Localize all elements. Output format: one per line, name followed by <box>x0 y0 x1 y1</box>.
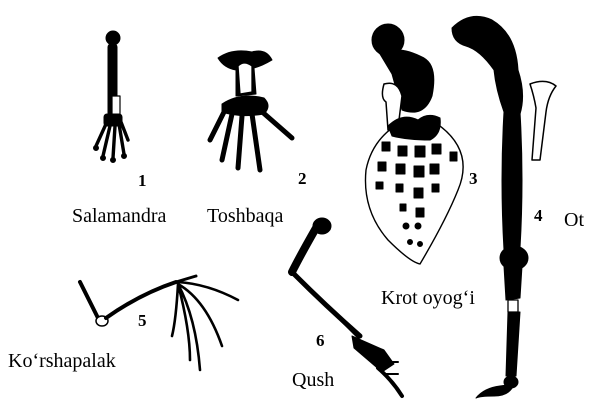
specimen-name: Salamandra <box>72 206 166 226</box>
krot-limb-drawing <box>365 24 463 264</box>
specimen-number: 3 <box>469 170 478 187</box>
specimen-name: Ko‘rshapalak <box>8 351 116 371</box>
salamandra-limb-drawing <box>94 31 129 163</box>
toshbaqa-limb-drawing <box>210 51 292 170</box>
specimen-number: 4 <box>534 207 543 224</box>
specimen-number: 2 <box>298 170 307 187</box>
specimen-name: Krot oyog‘i <box>381 288 475 308</box>
specimen-number: 1 <box>138 172 147 189</box>
specimen-number: 6 <box>316 332 325 349</box>
specimen-name: Ot <box>564 210 584 230</box>
specimen-name: Toshbaqa <box>207 206 283 226</box>
specimen-name: Qush <box>292 370 334 390</box>
specimen-number: 5 <box>138 312 147 329</box>
